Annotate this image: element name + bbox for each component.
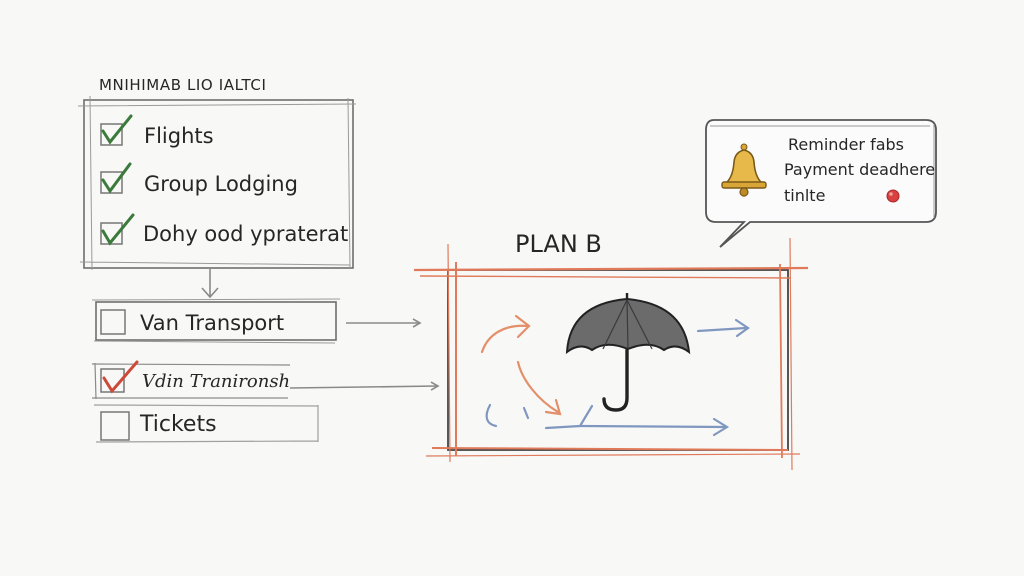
reminder-line-2: Payment deadhere xyxy=(784,160,936,179)
reminder-line-3: tinlte xyxy=(784,186,826,205)
van-transport-box xyxy=(95,301,337,341)
tickets-label: Tickets xyxy=(140,412,217,437)
blue-arrow-bottom xyxy=(578,424,728,429)
bell-icon xyxy=(721,143,767,197)
checkbox-flights[interactable] xyxy=(100,123,123,146)
down-arrow xyxy=(201,268,219,299)
orange-arrow-diagonal xyxy=(516,360,560,414)
vdin-tranironsh-label: Vdin Tranironsh xyxy=(142,371,291,392)
checkbox-tickets[interactable] xyxy=(100,411,130,441)
checklist-heading: MNIHIMAB LIO IALTCI xyxy=(99,76,267,94)
checkbox-third-item[interactable] xyxy=(100,222,123,245)
umbrella-icon xyxy=(565,293,691,412)
plan-b-title: PLAN B xyxy=(515,230,602,258)
connector-arrows xyxy=(289,318,440,391)
plan-b-arrows xyxy=(480,314,750,437)
blue-arrow-top-right xyxy=(696,326,748,333)
plan-b-frame xyxy=(413,237,809,471)
checklist-box xyxy=(77,95,357,271)
checklist-item-group-lodging-label: Group Lodging xyxy=(144,172,298,196)
checklist-item-flights-label: Flights xyxy=(144,124,214,148)
checkbox-group-lodging[interactable] xyxy=(100,171,123,194)
checklist-item-third-label: Dohy ood ypraterat xyxy=(143,222,349,246)
lower-item-boxes xyxy=(91,298,341,443)
checklist-checkboxes xyxy=(100,114,135,246)
check-mark-third-item-icon xyxy=(101,213,135,246)
status-dot xyxy=(886,189,900,203)
check-mark-group-lodging-icon xyxy=(101,162,132,194)
reminder-line-1: Reminder fabs xyxy=(788,135,905,154)
reminder-bubble xyxy=(705,119,937,248)
orange-arrow-top xyxy=(480,324,530,354)
check-mark-vdin-icon xyxy=(102,360,139,394)
check-mark-flights-icon xyxy=(101,114,133,145)
checkbox-van-transport[interactable] xyxy=(100,309,126,335)
van-transport-label: Van Transport xyxy=(140,311,285,335)
